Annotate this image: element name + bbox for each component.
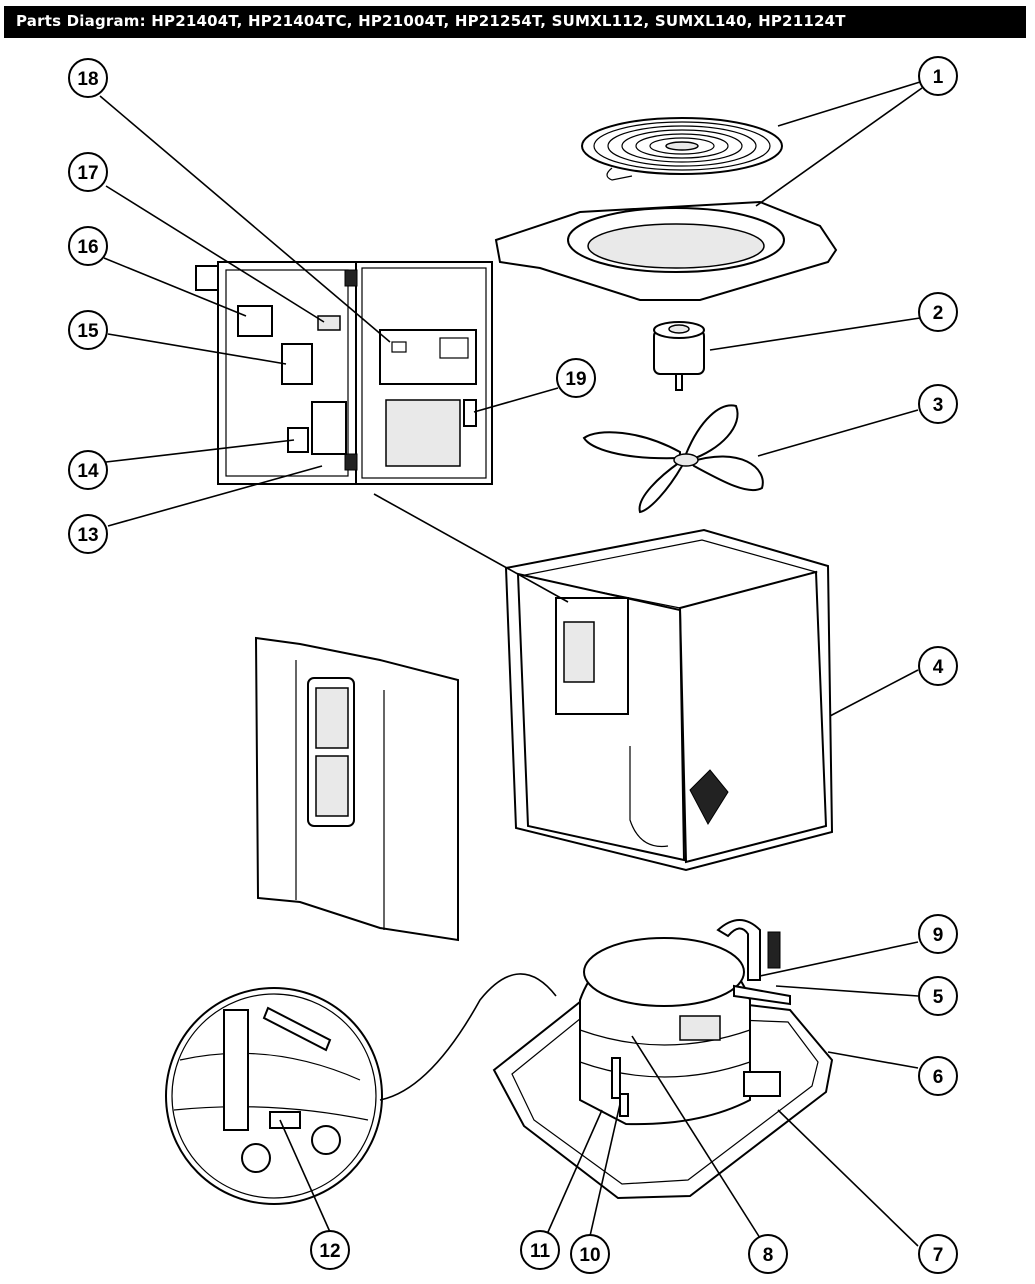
front-panel: [254, 636, 459, 942]
callout-4: 4: [918, 646, 958, 686]
svg-text:13: 13: [77, 525, 98, 546]
callout-11: 11: [520, 1230, 560, 1270]
callout-12: 12: [310, 1230, 350, 1270]
leader-lines: [99, 81, 923, 1247]
fan-guard: [581, 117, 783, 181]
callout-15: 15: [68, 310, 108, 350]
callout-8: 8: [748, 1234, 788, 1274]
svg-text:18: 18: [77, 69, 98, 90]
svg-text:5: 5: [933, 987, 944, 1008]
title-bar: Parts Diagram: HP21404T, HP21404TC, HP21…: [4, 6, 1026, 38]
top-panel: [494, 200, 838, 301]
callout-18: 18: [68, 58, 108, 98]
callout-3: 3: [918, 384, 958, 424]
base-assembly: [492, 919, 834, 1200]
svg-text:4: 4: [933, 657, 944, 678]
svg-text:2: 2: [933, 303, 944, 324]
callout-9: 9: [918, 914, 958, 954]
svg-text:8: 8: [763, 1245, 774, 1266]
svg-text:11: 11: [530, 1241, 551, 1262]
svg-text:10: 10: [579, 1245, 600, 1266]
page-title: Parts Diagram: HP21404T, HP21404TC, HP21…: [16, 12, 846, 30]
fan-motor: [653, 321, 705, 391]
svg-text:19: 19: [565, 369, 586, 390]
callout-7: 7: [918, 1234, 958, 1274]
svg-text:17: 17: [77, 163, 98, 184]
callout-2: 2: [918, 292, 958, 332]
callout-10: 10: [570, 1234, 610, 1274]
callout-1: 1: [918, 56, 958, 96]
svg-text:12: 12: [319, 1241, 340, 1262]
callout-19: 19: [556, 358, 596, 398]
fan-blade: [582, 404, 764, 514]
svg-text:14: 14: [77, 461, 99, 482]
svg-text:16: 16: [77, 237, 98, 258]
svg-text:3: 3: [933, 395, 944, 416]
svg-text:15: 15: [77, 321, 99, 342]
callout-16: 16: [68, 226, 108, 266]
svg-text:6: 6: [933, 1067, 944, 1088]
svg-text:9: 9: [933, 925, 944, 946]
callout-6: 6: [918, 1056, 958, 1096]
callout-14: 14: [68, 450, 108, 490]
callout-13: 13: [68, 514, 108, 554]
callout-17: 17: [68, 152, 108, 192]
svg-text:7: 7: [933, 1245, 944, 1266]
cabinet: [504, 528, 834, 872]
magnifier-link: [379, 973, 557, 1101]
callout-5: 5: [918, 976, 958, 1016]
control-box: [195, 261, 493, 485]
detail-magnifier: [165, 987, 383, 1205]
svg-text:1: 1: [933, 67, 944, 88]
